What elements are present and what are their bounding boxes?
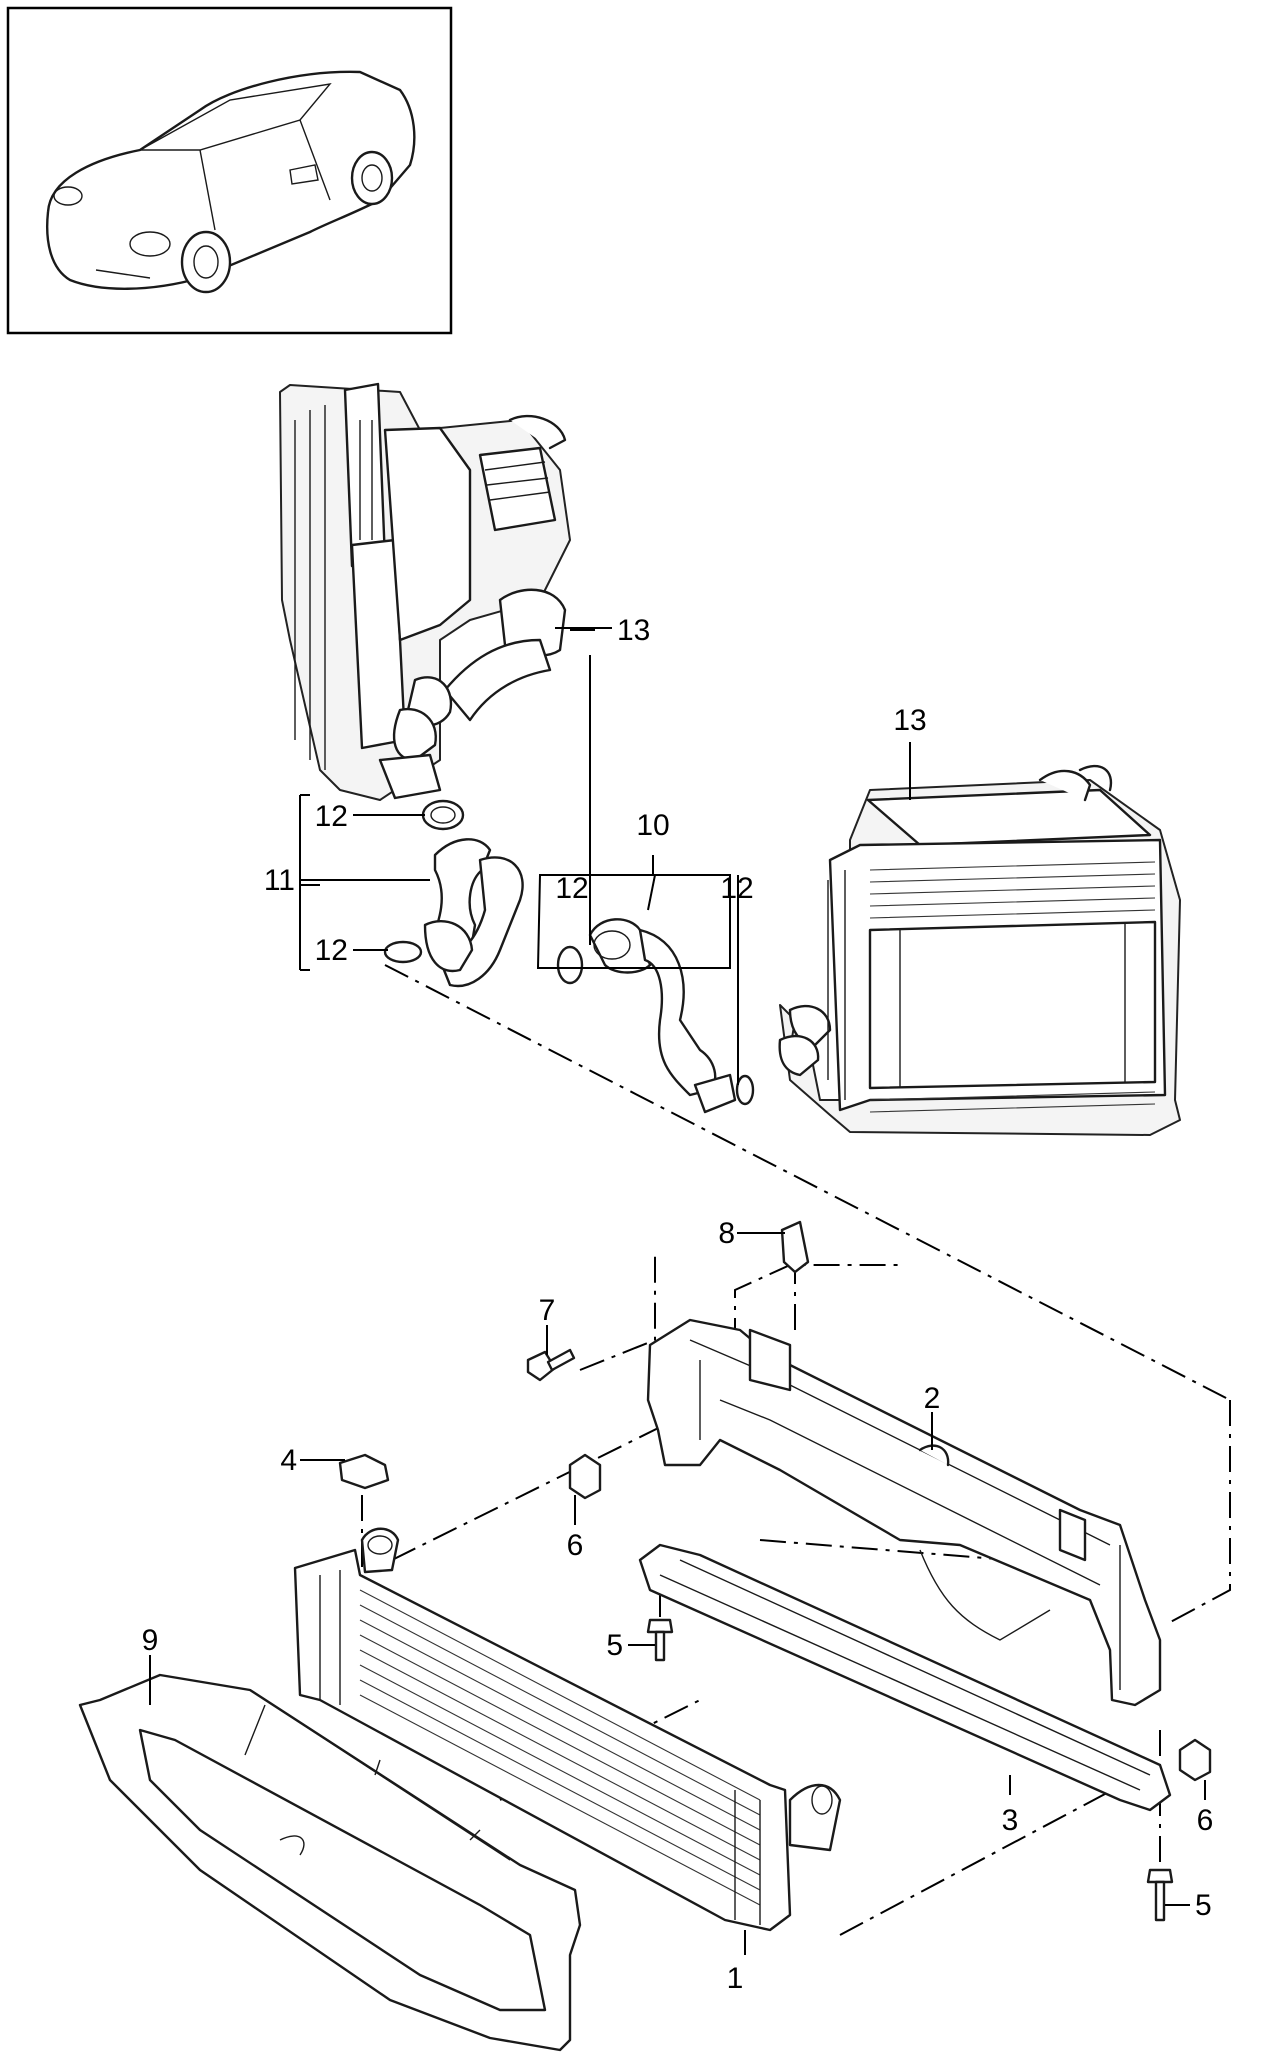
callout-12-mid-left: 12 (555, 872, 588, 905)
speed-nut-6-right (1178, 1738, 1212, 1782)
callout-8: 8 (718, 1217, 735, 1250)
screw-5-right (1146, 1868, 1174, 1922)
intercooler-1 (293, 1527, 842, 1932)
seal-ring-mid-left (556, 945, 584, 985)
lower-rail-3 (638, 1543, 1172, 1812)
callout-12-upper-left: 12 (315, 800, 348, 833)
callout-3: 3 (1002, 1804, 1019, 1837)
small-parts (338, 1220, 1212, 1922)
hose-assembly-10 (556, 918, 755, 1114)
callout-2: 2 (924, 1382, 941, 1415)
air-duct-bracket-2 (646, 1318, 1162, 1707)
clip-8 (780, 1220, 810, 1274)
leader-lines (149, 627, 1206, 1955)
callout-labels: 1 2 3 4 5 5 6 6 7 8 9 10 11 12 12 12 12 … (142, 614, 1214, 1995)
callout-6-right: 6 (1197, 1804, 1214, 1837)
callout-9: 9 (142, 1624, 159, 1657)
seal-ring-upper-left (421, 799, 465, 831)
air-guide-shroud-9 (78, 1673, 582, 2052)
callout-12-mid-right: 12 (720, 872, 753, 905)
screw-5-left (646, 1618, 674, 1662)
seal-ring-mid-right (735, 1074, 755, 1106)
callout-4: 4 (280, 1444, 297, 1477)
callout-11: 11 (264, 864, 295, 897)
speed-nut-6-left (568, 1453, 602, 1500)
thumbnail-frame (6, 6, 453, 335)
hose-assembly-11 (383, 799, 524, 988)
car-thumbnail-icon (46, 70, 416, 294)
callout-13-right: 13 (893, 704, 926, 737)
callout-12-lower-left: 12 (315, 934, 348, 967)
clip-4 (338, 1453, 390, 1490)
cooling-module-right (778, 764, 1181, 1136)
cooling-module-upper (279, 382, 571, 801)
callout-5-left: 5 (606, 1629, 623, 1662)
seal-ring-lower-left (383, 940, 423, 964)
callout-6-left: 6 (567, 1529, 584, 1562)
vehicle-thumbnail (6, 6, 453, 335)
callout-13-top: 13 (617, 614, 650, 647)
bolt-7 (526, 1348, 576, 1382)
callout-5-right: 5 (1195, 1889, 1212, 1922)
callout-10: 10 (636, 809, 669, 842)
callout-7: 7 (539, 1294, 556, 1327)
callout-1: 1 (727, 1962, 744, 1995)
